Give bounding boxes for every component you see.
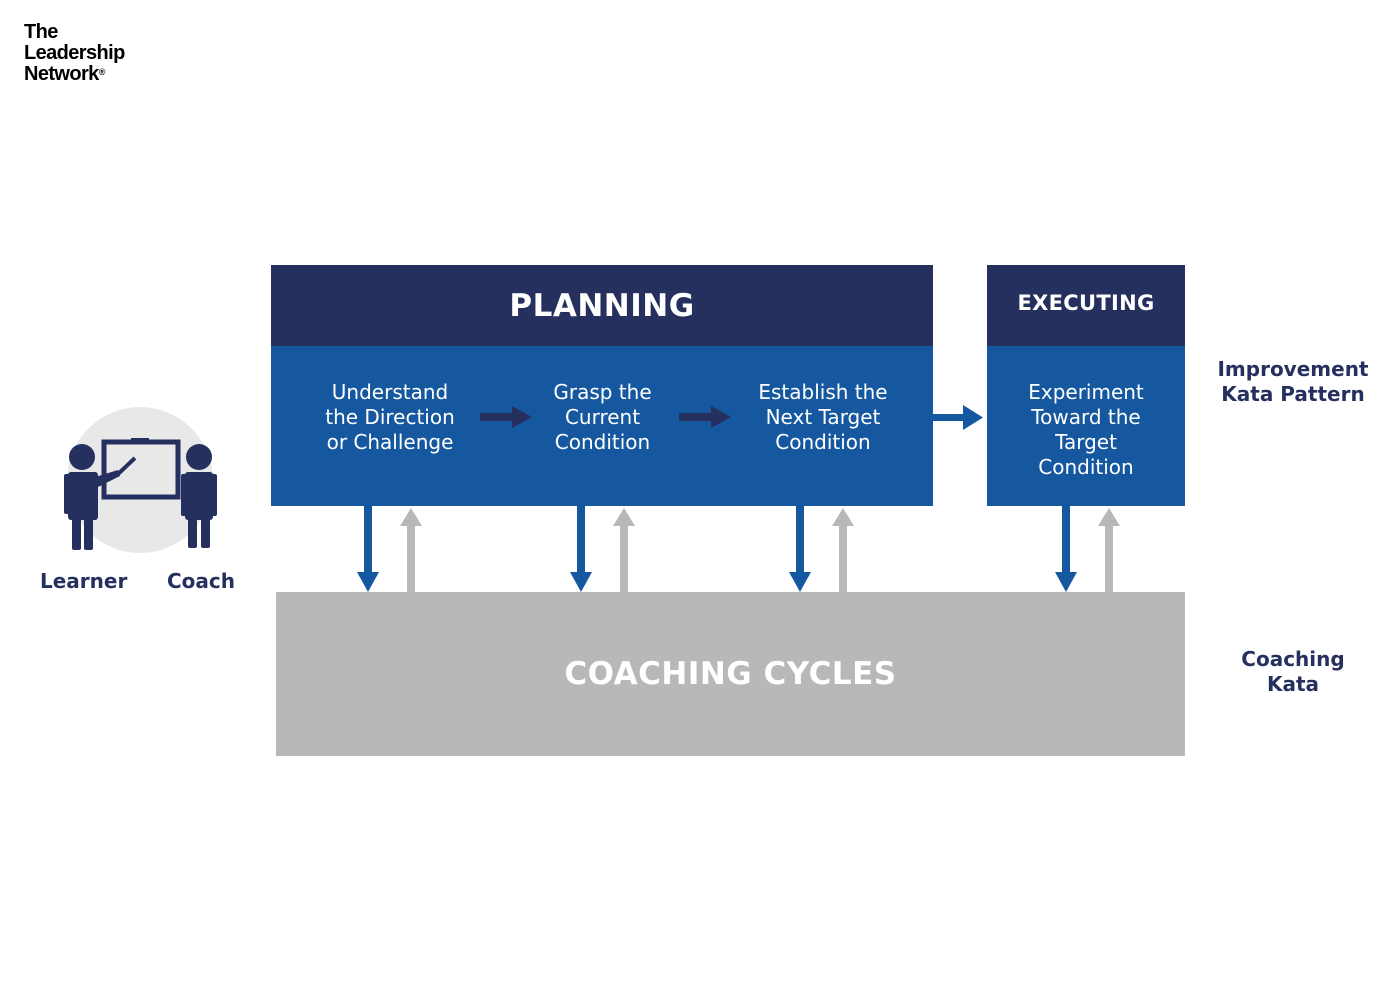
learner-coach-whiteboard-icon (64, 407, 217, 553)
arrow-up-icon (613, 508, 635, 592)
arrow-right-icon (679, 406, 731, 428)
executing-body (987, 346, 1185, 506)
step-establish-target-condition: Establish the Next Target Condition (758, 380, 888, 454)
arrow-down-icon (570, 506, 592, 592)
planning-body (271, 346, 933, 506)
arrow-down-icon (789, 506, 811, 592)
arrow-up-icon (1098, 508, 1120, 592)
arrow-up-icon (400, 508, 422, 592)
coaching-kata-label: Coaching Kata (1241, 647, 1345, 696)
learner-label: Learner (40, 569, 128, 593)
logo: The Leadership Network® (24, 22, 125, 85)
executing-header: EXECUTING (987, 265, 1185, 346)
step-experiment: Experiment Toward the Target Condition (1028, 380, 1144, 479)
logo-line-2: Leadership (24, 42, 125, 64)
improvement-kata-label: Improvement Kata Pattern (1217, 357, 1369, 406)
registered-mark: ® (98, 67, 106, 77)
planning-header: PLANNING (271, 265, 933, 346)
coaching-cycles-title: COACHING CYCLES (564, 656, 897, 692)
arrow-down-icon (1055, 506, 1077, 592)
step-understand-direction: Understand the Direction or Challenge (325, 380, 455, 454)
logo-line-3: Network (24, 63, 99, 85)
logo-line-1: The (24, 21, 58, 43)
step-grasp-current-condition: Grasp the Current Condition (553, 380, 652, 454)
arrow-right-icon (933, 405, 983, 430)
executing-title: EXECUTING (1017, 290, 1155, 315)
arrow-right-icon (480, 406, 532, 428)
arrow-down-icon (357, 506, 379, 592)
planning-title: PLANNING (509, 287, 695, 324)
arrow-up-icon (832, 508, 854, 592)
coaching-cycles-box: COACHING CYCLES (276, 592, 1185, 756)
coach-label: Coach (167, 569, 236, 593)
